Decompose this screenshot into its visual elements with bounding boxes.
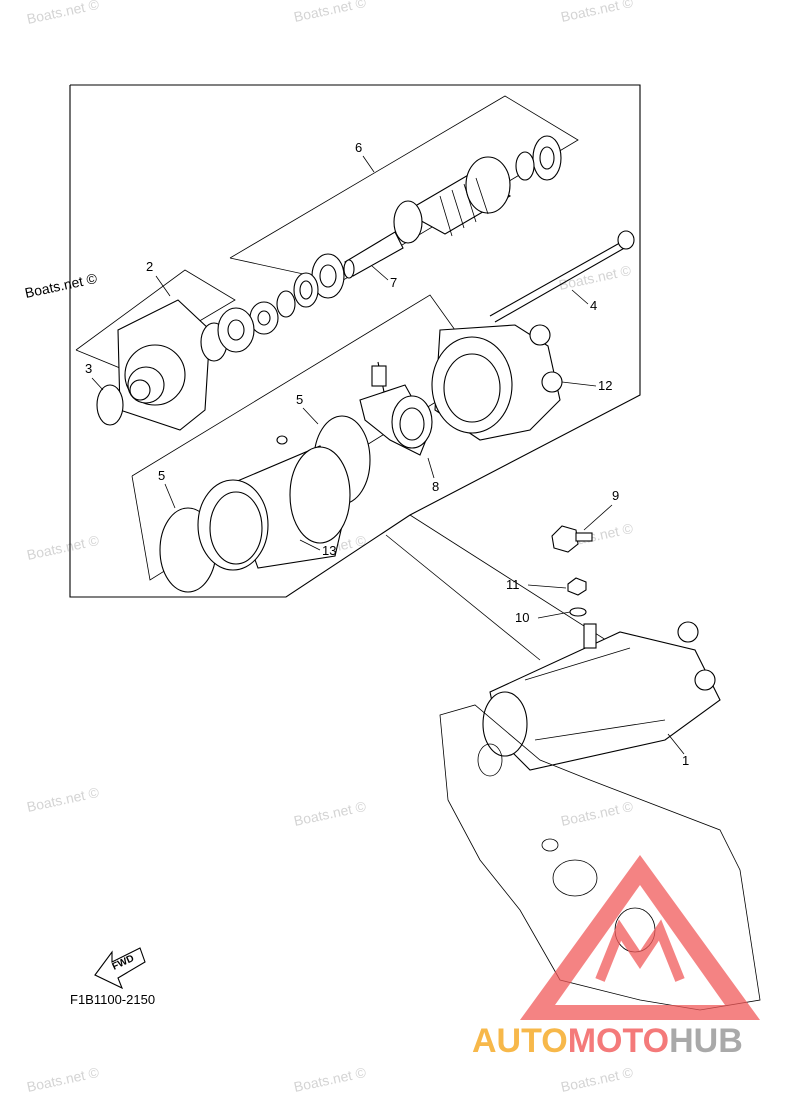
watermark: Boats.net © <box>292 1064 368 1095</box>
starter-motor-assembly <box>482 621 721 771</box>
watermark: Boats.net © <box>559 0 635 25</box>
callouts: 1 2 3 4 5 5 6 7 8 9 10 11 12 13 <box>85 140 689 768</box>
callout-7: 7 <box>390 275 397 290</box>
callout-5b: 5 <box>158 468 165 483</box>
callout-3: 3 <box>85 361 92 376</box>
logo-text-moto: MOTO <box>568 1022 669 1060</box>
nut-11 <box>567 577 587 596</box>
logo-text: AUTOMOTOHUB <box>472 1022 743 1060</box>
callout-1: 1 <box>682 753 689 768</box>
armature <box>343 135 562 279</box>
rear-cover <box>431 324 563 441</box>
leader-line <box>385 534 541 661</box>
watermark: Boats.net © <box>25 784 101 815</box>
callout-11: 11 <box>506 577 520 592</box>
watermark: Boats.net © <box>25 0 101 27</box>
callout-12: 12 <box>598 378 612 393</box>
diagram-code: F1B1100-2150 <box>70 992 155 1007</box>
callout-9: 9 <box>612 488 619 503</box>
watermark: Boats.net © <box>25 1064 101 1095</box>
callout-10: 10 <box>515 610 529 625</box>
callout-13: 13 <box>322 543 336 558</box>
watermark: Boats.net © <box>292 798 368 829</box>
yoke <box>197 435 351 571</box>
callout-5a: 5 <box>296 392 303 407</box>
watermark: Boats.net © <box>559 798 635 829</box>
bracket-front-cover <box>75 269 236 369</box>
logo-text-auto: AUTO <box>472 1022 568 1060</box>
through-bolt <box>489 230 635 323</box>
front-cover <box>117 299 255 431</box>
callout-4: 4 <box>590 298 597 313</box>
watermark: Boats.net © <box>557 262 633 293</box>
o-ring-front <box>96 384 124 426</box>
watermark: Boats.net © <box>559 1064 635 1095</box>
thrust-washers <box>249 253 345 335</box>
bolt-9 <box>551 525 593 553</box>
callout-8: 8 <box>432 479 439 494</box>
callout-6: 6 <box>355 140 362 155</box>
logo-triangle <box>520 855 760 1020</box>
logo-text-hub: HUB <box>669 1022 743 1060</box>
automotohub-logo: AUTOMOTOHUB <box>472 855 760 1060</box>
fwd-arrow-icon: FWD <box>94 947 146 990</box>
callout-2: 2 <box>146 259 153 274</box>
watermark: Boats.net © <box>25 532 101 563</box>
bracket-armature <box>229 95 579 283</box>
watermark: Boats.net © <box>23 270 99 301</box>
brush-holder <box>359 361 433 456</box>
logo-m-mark <box>595 919 685 982</box>
washer-10 <box>569 607 587 617</box>
watermark: Boats.net © <box>292 0 368 25</box>
